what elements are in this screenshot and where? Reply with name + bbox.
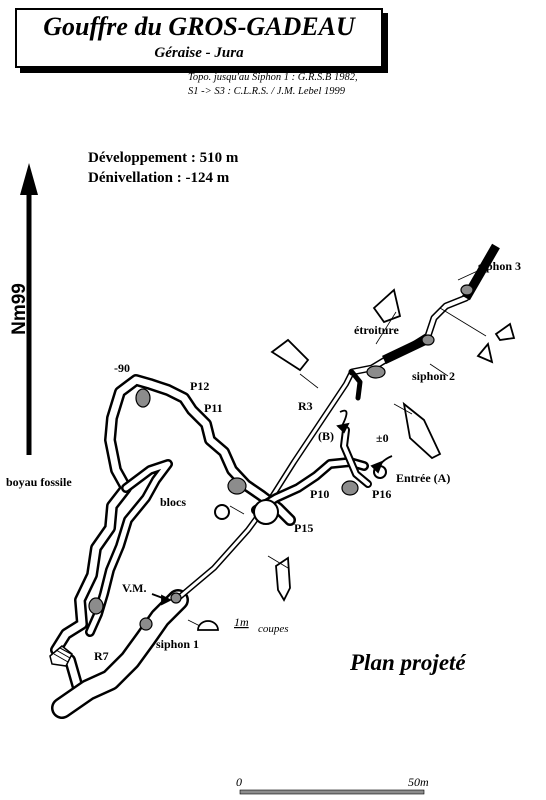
- depth-90-label: -90: [114, 361, 130, 375]
- water-pools: [88, 284, 474, 631]
- entrance-zone: [251, 369, 372, 515]
- p16-label: P16: [372, 487, 391, 501]
- siphon-2-label: siphon 2: [412, 369, 455, 383]
- title-box: Gouffre du GROS-GADEAU Géraise - Jura: [15, 8, 383, 68]
- r3-label: R3: [298, 399, 313, 413]
- sections-label: coupes: [258, 623, 289, 635]
- development-stat: Développement : 510 m: [88, 150, 239, 166]
- cross-sections: [197, 288, 516, 631]
- p12-label: P12: [190, 379, 209, 393]
- arrow-icons: [151, 409, 393, 606]
- vm-label: V.M.: [122, 581, 146, 595]
- section-lines: [187, 267, 487, 627]
- p15-label: P15: [294, 521, 313, 535]
- view-label: Plan projeté: [350, 650, 466, 675]
- blocs-label: blocs: [160, 495, 186, 509]
- boyau-fossile-label: boyau fossile: [6, 475, 72, 489]
- entrance-label: Entrée (A): [396, 471, 450, 485]
- scale-bar: [239, 789, 425, 795]
- etroiture-label: étroiture: [354, 323, 400, 337]
- connecting-passage: [173, 369, 355, 603]
- b-label: (B): [318, 429, 334, 443]
- scale-end-label: 50m: [408, 775, 429, 789]
- hatched-zone: [49, 645, 73, 667]
- section-scale-label: 1m: [234, 615, 249, 629]
- credit-line-2: S1 -> S3 : C.L.R.S. / J.M. Lebel 1999: [188, 86, 345, 97]
- elevation-stat: Dénivellation : -124 m: [88, 170, 230, 186]
- scale-start-label: 0: [236, 775, 242, 789]
- north-arrow-icon: [20, 163, 38, 455]
- siphon-1-label: siphon 1: [156, 637, 199, 651]
- western-gallery: [50, 374, 296, 719]
- p10-label: P10: [310, 487, 329, 501]
- zero-label: ±0: [376, 431, 389, 445]
- r7-label: R7: [94, 649, 109, 663]
- cave-name: Gouffre du GROS-GADEAU: [43, 12, 355, 41]
- cave-location: Géraise - Jura: [154, 45, 244, 61]
- siphon-3-label: siphon 3: [478, 259, 521, 273]
- credit-line-1: Topo. jusqu'au Siphon 1 : G.R.S.B 1982,: [188, 72, 358, 83]
- siphon-2-sump: [382, 335, 428, 365]
- p11-label: P11: [204, 401, 223, 415]
